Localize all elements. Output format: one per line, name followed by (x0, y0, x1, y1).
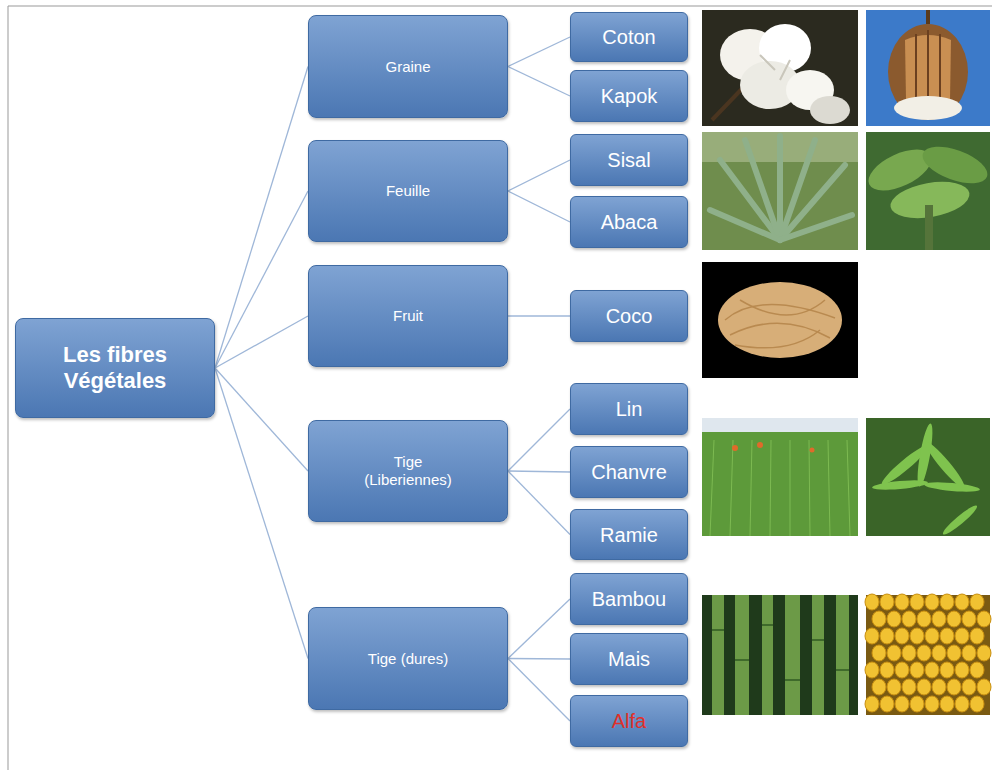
fiber-box: Chanvre (570, 446, 688, 498)
tree-connector (508, 471, 570, 472)
fiber-box: Mais (570, 633, 688, 685)
node-label: Bambou (592, 587, 667, 611)
node-label: Tige (dures) (368, 650, 448, 668)
node-label: Feuille (386, 182, 430, 200)
node-label: Sisal (607, 148, 650, 172)
node-label: Tige (Liberiennes) (353, 453, 463, 489)
fiber-box: Coco (570, 290, 688, 342)
node-label: Graine (385, 58, 430, 76)
tree-connector (508, 599, 570, 659)
tree-connector (215, 368, 308, 471)
coir-photo (702, 262, 858, 378)
node-label: Alfa (612, 709, 646, 733)
category-box: Fruit (308, 265, 508, 367)
tree-connector (508, 409, 570, 471)
node-label: Abaca (601, 210, 658, 234)
sisal-photo (702, 132, 858, 250)
tree-connector (508, 658, 570, 660)
fiber-box: Lin (570, 383, 688, 435)
category-box: Feuille (308, 140, 508, 242)
node-label: Ramie (600, 523, 658, 547)
cotton-photo (702, 10, 858, 126)
flax-photo (702, 418, 858, 536)
tree-connector (508, 471, 570, 535)
kapok-photo (866, 10, 990, 126)
abaca-photo (862, 132, 992, 250)
node-label: Les fibres Végétales (40, 342, 190, 395)
fiber-box: Ramie (570, 509, 688, 560)
node-label: Mais (608, 647, 650, 671)
tree-connector (215, 368, 308, 659)
category-box: Tige (Liberiennes) (308, 420, 508, 522)
node-label: Fruit (393, 307, 423, 325)
root-box: Les fibres Végétales (15, 318, 215, 418)
node-label: Kapok (601, 84, 658, 108)
frame-line (8, 6, 992, 7)
frame-line (8, 6, 9, 770)
tree-connector (508, 659, 570, 722)
bamboo-photo (702, 595, 858, 715)
node-label: Coco (606, 304, 653, 328)
fiber-box: Abaca (570, 196, 688, 248)
fiber-box: Bambou (570, 573, 688, 625)
category-box: Graine (308, 15, 508, 118)
category-box: Tige (dures) (308, 607, 508, 710)
tree-connector (508, 160, 570, 191)
fiber-box: Coton (570, 12, 688, 62)
fiber-box: Kapok (570, 70, 688, 122)
fiber-box: Alfa (570, 695, 688, 747)
tree-connector (508, 315, 570, 316)
tree-connector (508, 37, 570, 67)
tree-connector (215, 67, 308, 369)
corn-photo (865, 594, 991, 715)
node-label: Chanvre (591, 460, 667, 484)
fiber-box: Sisal (570, 134, 688, 186)
tree-connector (508, 191, 570, 222)
node-label: Lin (616, 397, 643, 421)
tree-connector (508, 67, 570, 97)
node-label: Coton (602, 25, 655, 49)
hemp-photo (866, 418, 990, 537)
tree-connector (215, 191, 308, 368)
tree-connector (215, 316, 308, 368)
